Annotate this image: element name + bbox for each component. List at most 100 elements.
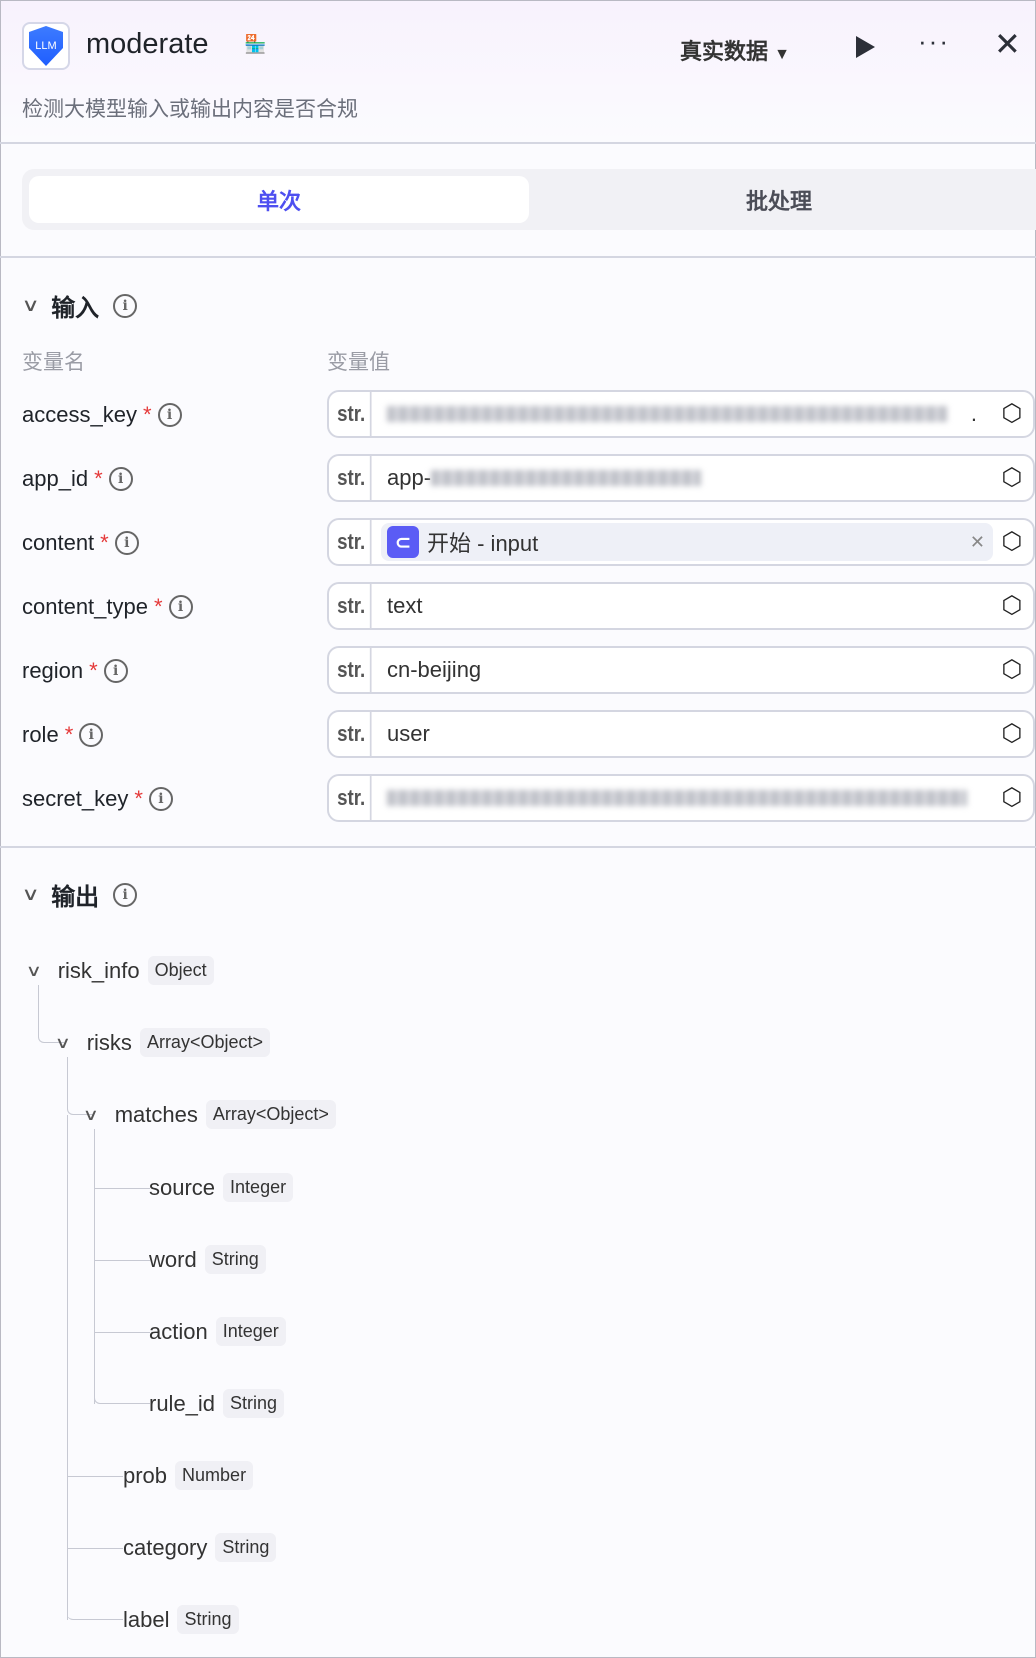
field-name: source [149,1174,216,1200]
info-icon[interactable]: i [103,659,128,683]
field-name: prob [123,1462,168,1488]
tab-single[interactable]: 单次 [29,176,529,223]
param-name: content_type [22,594,148,619]
info-icon[interactable]: i [168,595,193,619]
variable-hex-icon[interactable]: ⬡ [1001,400,1023,427]
param-row-access-key: access_key*i str..⬡ [0,390,1036,440]
field-name: action [149,1318,208,1344]
tree-line [94,1380,150,1404]
type-tag: str. [332,648,372,692]
required-marker: * [64,722,74,747]
type-badge: String [177,1605,239,1634]
required-marker: * [94,466,103,491]
input-section-header[interactable]: ∨ 输入 i [21,288,138,323]
tree-line [94,1260,150,1261]
output-section-title: 输出 [51,884,100,911]
mode-tabs: 单次 批处理 [22,169,1036,230]
param-name: access_key [22,402,137,427]
info-icon[interactable]: i [108,467,133,491]
field-value: user [387,721,430,746]
info-icon[interactable]: i [113,293,138,318]
secret-key-input[interactable]: str.⬡ [327,774,1035,822]
masked-value [387,406,947,422]
param-row-content: content*i str. ⊂ 开始 - input ✕ ⬡ [0,518,1036,568]
chevron-down-icon[interactable]: ∨ [82,1106,100,1124]
type-tag: str. [332,456,372,500]
info-icon[interactable]: i [79,723,104,747]
close-icon[interactable]: ✕ [994,26,1021,62]
param-name: region [22,658,84,683]
variable-hex-icon[interactable]: ⬡ [1001,656,1023,683]
required-marker: * [134,786,143,811]
column-header-name: 变量名 [22,351,85,374]
field-name: risk_info [57,957,140,983]
tree-line [67,1548,123,1549]
content-type-input[interactable]: str.text⬡ [327,582,1035,630]
input-section-title: 输入 [51,295,100,322]
field-name: matches [114,1101,198,1127]
masked-value [431,470,702,486]
data-mode-label: 真实数据 [680,39,769,64]
type-tag: str. [332,392,372,436]
field-value: app- [387,465,432,490]
node-title[interactable]: moderate [86,28,209,60]
info-icon[interactable]: i [148,787,173,811]
app-id-input[interactable]: str. app- ⬡ [327,454,1035,502]
tree-line [94,1188,150,1189]
param-row-secret-key: secret_key*i str.⬡ [0,774,1036,824]
required-marker: * [153,594,163,619]
type-tag: str. [332,520,372,564]
content-input[interactable]: str. ⊂ 开始 - input ✕ ⬡ [327,518,1035,566]
param-row-app-id: app_id*i str.app-⬡ [0,454,1036,504]
chevron-down-icon[interactable]: ∨ [25,962,43,980]
field-name: rule_id [149,1390,216,1416]
type-tag: str. [332,584,372,628]
variable-hex-icon[interactable]: ⬡ [1001,464,1023,491]
param-name: role [22,722,59,747]
info-icon[interactable]: i [114,531,139,555]
remove-reference-icon[interactable]: ✕ [969,531,985,552]
type-tag: str. [332,712,372,756]
param-name: secret_key [22,786,129,811]
variable-hex-icon[interactable]: ⬡ [1001,528,1023,555]
data-mode-dropdown[interactable]: 真实数据 ▼ [680,34,790,66]
reference-label: 开始 - input [427,531,539,556]
required-marker: * [89,658,98,683]
store-icon[interactable]: 🏪 [244,34,267,54]
node-description: 检测大模型输入或输出内容是否合规 [22,98,358,121]
region-input[interactable]: str. cn-beijing ⬡ [327,646,1035,694]
param-label: role*i [22,722,104,748]
param-label: content_type*i [22,594,193,620]
chevron-down-icon[interactable]: ∨ [54,1034,72,1052]
field-value: cn-beijing [387,657,482,682]
role-input[interactable]: str. user ⬡ [327,710,1035,758]
required-marker: * [100,530,109,555]
start-node-icon: ⊂ [387,526,419,558]
field-name: word [149,1246,197,1272]
tab-batch[interactable]: 批处理 [745,188,812,214]
variable-hex-icon[interactable]: ⬡ [1001,720,1023,747]
type-badge: String [223,1389,285,1418]
variable-hex-icon[interactable]: ⬡ [1001,784,1023,811]
access-key-input[interactable]: str..⬡ [327,390,1035,438]
info-icon[interactable]: i [113,882,138,907]
variable-reference-chip[interactable]: ⊂ 开始 - input ✕ [381,523,993,561]
type-badge: Array<Object> [139,1028,270,1057]
tree-line [38,985,64,1043]
output-section-header[interactable]: ∨ 输出 i [21,877,138,912]
variable-hex-icon[interactable]: ⬡ [1001,592,1023,619]
run-play-icon[interactable] [856,36,875,58]
required-marker: * [142,402,152,427]
info-icon[interactable]: i [157,403,182,427]
param-label: content*i [22,530,139,556]
more-icon[interactable]: ··· [918,26,950,56]
type-badge: String [204,1245,266,1274]
